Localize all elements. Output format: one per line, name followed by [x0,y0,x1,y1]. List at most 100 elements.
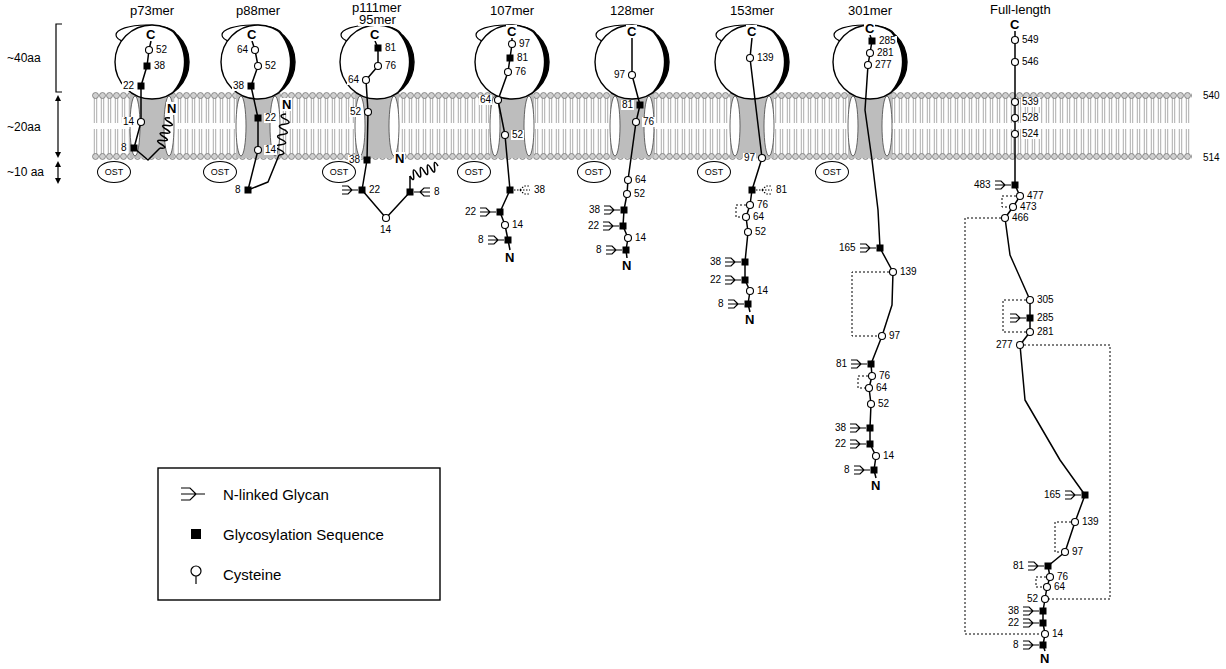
residue-number: 38 [1007,606,1020,616]
cysteine-marker [375,63,382,70]
residue-number: 281 [876,48,895,58]
polypeptide-chain [1005,31,1085,651]
n-glycan [1010,314,1026,322]
residue-number: 52 [511,130,524,140]
cysteine-marker [1027,329,1034,336]
residue-number: 524 [1021,129,1040,139]
cysteine-marker [255,147,262,154]
glycosylation-sequence [869,38,876,45]
disulfide-bond [965,218,1041,634]
cysteine-marker [365,109,372,116]
residue-number: 97 [613,70,626,80]
glycosylation-sequence [1040,620,1047,627]
residue-number: 64 [1053,582,1066,592]
n-glycan [1023,619,1039,627]
residue-number: 22 [368,185,381,195]
ribosome-crescent [651,30,669,94]
residue-number: 281 [1036,327,1055,337]
construct-title: p73mer [129,4,175,17]
cysteine-marker [383,215,390,222]
ost-complex: OST [203,161,237,183]
cysteine-marker [869,373,876,380]
glycosylation-sequence [359,187,366,194]
residue-number: 22 [709,275,722,285]
glycosylation-sequence [248,83,255,90]
polypeptide-chain [134,41,160,160]
glycosylation-sequence [245,187,252,194]
residue-number: 14 [634,233,647,243]
residue-number: 97 [518,39,531,49]
arrow-head [55,152,61,158]
cysteine-marker [624,191,631,198]
helix-coil [410,162,438,179]
cysteine-marker [743,214,750,221]
n-glycan [488,236,504,244]
ost-complex: OST [697,161,731,183]
glycosylation-sequence [1045,563,1052,570]
glycosylation-sequence [497,209,504,216]
n-glycan [181,488,205,500]
construct-title: 107mer [489,4,535,17]
glycosylation-sequence [637,102,644,109]
glycosylation-sequence [867,425,874,432]
glycosylation-sequence [623,247,630,254]
residue-number: 539 [1021,97,1040,107]
residue-number: 477 [1026,191,1045,201]
terminus-label: N [621,259,632,272]
glycosylation-sequence [255,115,262,122]
translocon-channel [730,94,774,158]
n-glycan [725,276,741,284]
residue-number: 81 [384,43,397,53]
residue-number: 76 [878,371,891,381]
glycosylation-sequence [749,187,756,194]
cysteine-marker [502,222,509,229]
residue-number: 64 [347,75,360,85]
cysteine-marker [625,177,632,184]
glycosylation-sequence [871,467,878,474]
cysteine-marker [625,235,632,242]
glycosylation-sequence [621,207,628,214]
translocon-wall [848,96,858,156]
polypeptide-chain [865,35,893,478]
helix-coil [276,114,289,155]
residue-number: 52 [877,399,890,409]
legend-label: Cysteine [222,567,282,582]
cysteine-marker [1017,342,1024,349]
n-glycan [850,424,866,432]
terminus-label: C [746,25,757,38]
cysteine-marker [867,50,874,57]
residue-number: 139 [1081,517,1100,527]
residue-number: 8 [477,235,485,245]
cysteine-marker [1042,596,1049,603]
polypeptide-chain [745,38,762,312]
cysteine-marker [1017,193,1024,200]
terminus-label: C [864,22,875,35]
glycosylation-sequence [364,157,371,164]
n-glycan [1065,491,1081,499]
translocon-wall [764,96,774,156]
residue-number: 8 [595,245,603,255]
glycosylation-sequence [191,529,201,539]
cysteine-stem [195,576,196,584]
arrow-head [55,178,61,184]
residue-number: 38 [709,257,722,267]
residue-number: 81 [516,53,529,63]
dimension-label: ~10 aa [6,166,45,178]
residue-number: 14 [379,225,392,235]
residue-number: 549 [1021,35,1040,45]
cysteine-marker [495,97,502,104]
n-glycan [1028,562,1044,570]
cysteine-marker [1010,204,1017,211]
dimension-label: ~40aa [6,52,42,64]
cysteine-marker [747,55,754,62]
n-glycan [725,258,741,266]
residue-number: 165 [838,243,857,253]
n-glycan [756,186,772,194]
construct-title: 128mer [609,4,655,17]
residue-number: 285 [878,36,897,46]
cysteine-marker [1002,215,1009,222]
residue-number: 52 [349,107,362,117]
n-glycan [480,208,496,216]
translocon-channel [490,94,534,158]
residue-number: 76 [756,200,769,210]
